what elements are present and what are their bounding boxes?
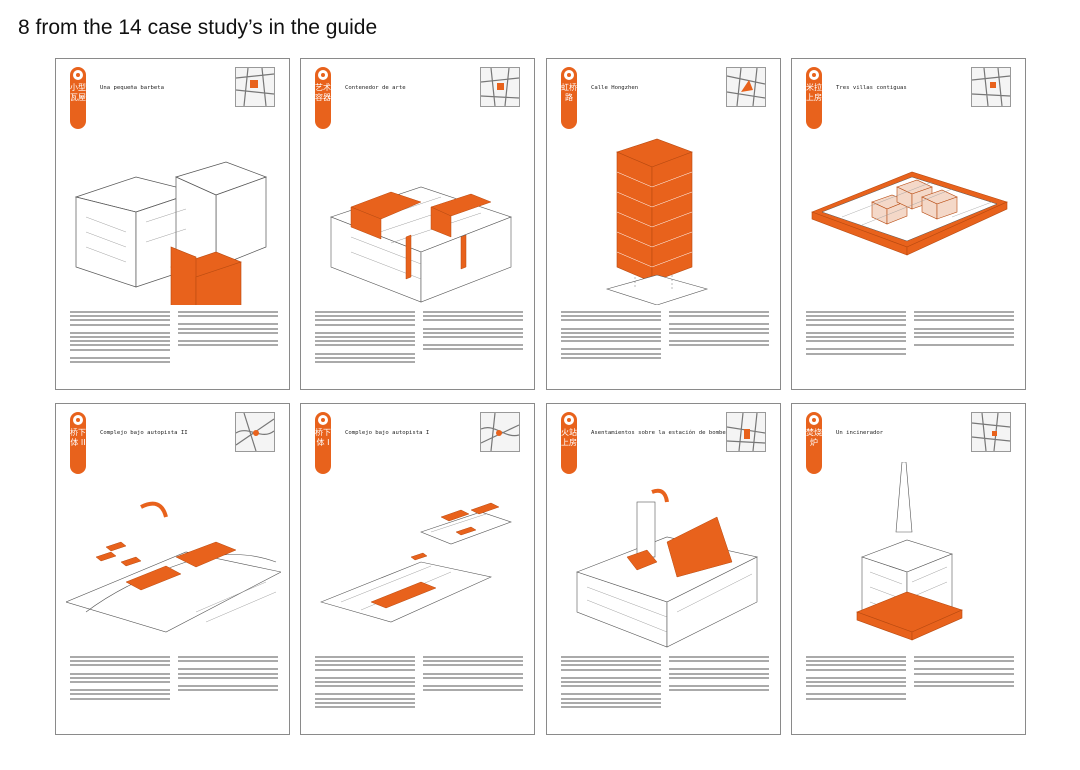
chinese-title: 虹桥路 [561,83,577,102]
location-minimap [480,412,520,452]
case-study-card: 小型瓦屋 Una pequeña barbeta [55,58,290,390]
chinese-title: 艺术容器 [315,83,331,102]
spanish-text-block [315,656,415,710]
marker-icon [564,70,574,80]
case-study-card: 艺术容器 Contenedor de arte [300,58,535,390]
marker-icon [73,70,83,80]
spanish-text-block [70,656,170,702]
marker-icon [809,415,819,425]
case-title: Calle Hongzhen [591,85,639,91]
marker-icon [73,415,83,425]
spanish-text-block [561,656,661,710]
location-minimap [235,67,275,107]
chinese-text-block [423,311,523,353]
chinese-text-block [669,656,769,693]
case-title: Asentamientos sobre la estación de bombe… [591,430,736,436]
chinese-title: 焚烧炉 [806,428,822,447]
chinese-title-tab: 米拉上房 [806,67,822,129]
case-title: Un incinerador [836,430,884,436]
chinese-text-block [178,656,278,693]
location-minimap [971,67,1011,107]
location-minimap [235,412,275,452]
axonometric-illustration [811,171,1008,256]
location-minimap [726,67,766,107]
location-minimap [971,412,1011,452]
marker-icon [564,415,574,425]
marker-icon [809,70,819,80]
chinese-title-tab: 焚烧炉 [806,412,822,474]
chinese-title-tab: 小型瓦屋 [70,67,86,129]
chinese-title: 桥下体 II [70,428,86,447]
chinese-title-tab: 虹桥路 [561,67,577,129]
chinese-title: 小型瓦屋 [70,83,86,102]
spanish-text-block [806,656,906,702]
axonometric-illustration [576,488,758,648]
chinese-text-block [914,311,1014,348]
spanish-text-block [561,311,661,361]
location-minimap [480,67,520,107]
case-study-card: 虹桥路 Calle Hongzhen [546,58,781,390]
case-study-card: 桥下体 II Complejo bajo autopista II [55,403,290,735]
chinese-title: 桥下体 I [315,428,331,447]
chinese-title-tab: 艺术容器 [315,67,331,129]
chinese-title-tab: 桥下体 II [70,412,86,474]
case-title: Contenedor de arte [345,85,406,91]
case-title: Una pequeña barbeta [100,85,164,91]
spanish-text-block [315,311,415,365]
page-title: 8 from the 14 case study’s in the guide [18,16,378,39]
spanish-text-block [70,311,170,365]
chinese-text-block [914,656,1014,689]
case-study-card: 桥下体 I Complejo bajo autopista I [300,403,535,735]
case-title: Tres villas contiguas [836,85,907,91]
chinese-title-tab: 火站上房 [561,412,577,474]
case-title: Complejo bajo autopista I [345,430,430,436]
marker-icon [318,70,328,80]
chinese-text-block [669,311,769,348]
case-study-card: 米拉上房 Tres villas contiguas [791,58,1026,390]
spanish-text-block [806,311,906,357]
chinese-text-block [423,656,523,693]
axonometric-illustration [320,502,512,623]
case-study-card: 火站上房 Asentamientos sobre la estación de … [546,403,781,735]
chinese-title-tab: 桥下体 I [315,412,331,474]
location-minimap [726,412,766,452]
case-study-card: 焚烧炉 Un incinerador [791,403,1026,735]
axonometric-illustration [74,161,268,305]
axonometric-illustration [605,138,709,305]
marker-icon [318,415,328,425]
case-title: Complejo bajo autopista II [100,430,188,436]
axonometric-illustration [856,462,963,641]
axonometric-illustration [66,501,281,633]
chinese-text-block [178,311,278,348]
axonometric-illustration [330,186,512,303]
chinese-title: 米拉上房 [806,83,822,102]
chinese-title: 火站上房 [561,428,577,447]
